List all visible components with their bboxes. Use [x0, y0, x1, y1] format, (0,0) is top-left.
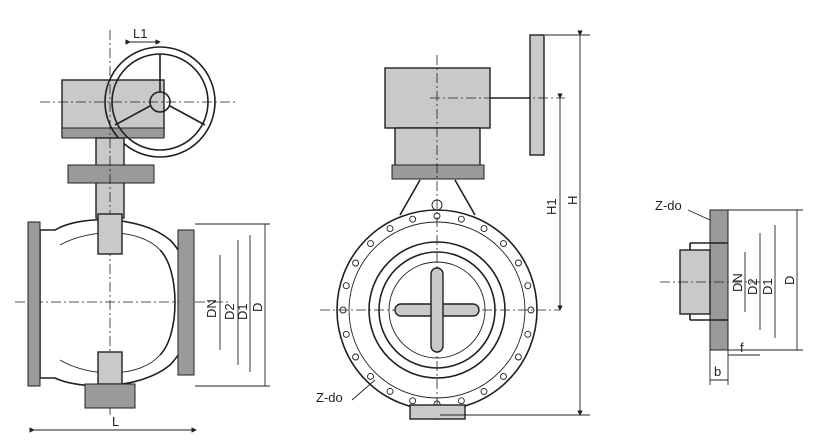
- handwheel-side: [529, 34, 545, 156]
- dim-b: b: [714, 364, 721, 379]
- label-Z-do-right: Z-do: [655, 198, 682, 213]
- left-section-view: L1 L DN D2 D1 D: [15, 26, 270, 433]
- bolt-hole: [514, 353, 522, 361]
- bolt-hole: [500, 373, 507, 380]
- dim-L1: L1: [133, 26, 147, 41]
- dim-D1: D1: [235, 303, 250, 320]
- bolt-hole: [409, 215, 417, 223]
- bolt-hole: [433, 212, 441, 220]
- dim-f: f: [740, 340, 744, 355]
- bolt-hole: [480, 387, 488, 395]
- bolt-hole: [457, 215, 465, 223]
- bolt-hole: [500, 240, 507, 247]
- label-Z-do: Z-do: [316, 390, 343, 405]
- bolt-hole: [457, 397, 465, 405]
- bolt-hole: [386, 225, 394, 233]
- bolt-hole: [514, 259, 522, 267]
- dim-D2-right: D2: [745, 278, 760, 295]
- bolt-hole: [339, 306, 347, 314]
- dim-H: H: [565, 196, 580, 205]
- bolt-hole: [386, 387, 394, 395]
- bolt-hole: [342, 282, 350, 290]
- dim-DN: DN: [204, 299, 219, 318]
- bolt-hole: [524, 330, 532, 338]
- front-view: H1 H Z-do: [316, 30, 590, 420]
- dim-D1-right: D1: [760, 278, 775, 295]
- flange-detail-view: DN D2 D1 D Z-do b f: [655, 198, 803, 385]
- dim-D: D: [250, 303, 265, 312]
- bolt-hole: [367, 373, 374, 380]
- bolt-hole: [352, 353, 360, 361]
- bolt-hole: [524, 282, 532, 290]
- bolt-hole: [352, 259, 360, 267]
- bolt-hole: [527, 306, 535, 314]
- bolt-hole: [367, 240, 374, 247]
- dim-DN-right: DN: [730, 273, 745, 292]
- dim-H1: H1: [544, 198, 559, 215]
- bolt-hole: [409, 397, 417, 405]
- bolt-hole: [342, 330, 350, 338]
- flange-section: [709, 209, 729, 351]
- bolt-hole: [480, 225, 488, 233]
- dim-L: L: [112, 414, 119, 429]
- dim-D-right: D: [782, 276, 797, 285]
- dim-D2: D2: [222, 303, 237, 320]
